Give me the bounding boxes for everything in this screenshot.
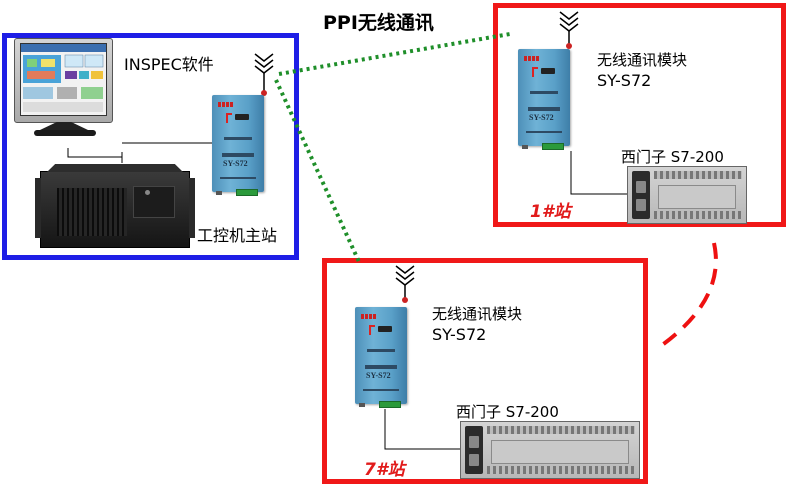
- master-station-label: 工控机主站: [197, 226, 278, 245]
- station-7-plc-label: 西门子 S7-200: [456, 403, 559, 421]
- station-1-plc-label: 西门子 S7-200: [621, 148, 724, 166]
- monitor-foot: [34, 130, 96, 136]
- monitor-stand: [40, 122, 88, 130]
- module-model-print: SY-S72: [529, 113, 554, 122]
- station-1-module-model: SY-S72: [597, 71, 652, 90]
- siemens-plc-station-1: [627, 166, 747, 224]
- module-model-print: SY-S72: [366, 371, 391, 380]
- master-station-frame: [2, 33, 299, 260]
- siemens-plc-station-7: [460, 421, 640, 479]
- diagram-title: PPI无线通讯: [323, 12, 434, 34]
- station-7-cable: [384, 409, 462, 450]
- station-1-label: 1#站: [530, 202, 571, 222]
- master-cable: [67, 142, 214, 163]
- station-7-module-label: 无线通讯模块: [432, 305, 523, 323]
- wireless-link-station-1: [278, 32, 511, 76]
- wireless-module-station-7: SY-S72: [355, 307, 407, 408]
- wireless-link-station-7: [274, 79, 362, 265]
- antenna-icon: [395, 265, 415, 300]
- inspec-screen: [20, 43, 107, 116]
- antenna-icon: [254, 53, 274, 93]
- station-7-label: 7#站: [364, 460, 405, 480]
- station-1-frame: [493, 3, 786, 227]
- red-dashed-link: [656, 242, 718, 350]
- module-model-print: SY-S72: [223, 159, 248, 168]
- software-label: INSPEC软件: [124, 55, 214, 74]
- antenna-icon: [559, 11, 579, 46]
- wireless-module-master: SY-S72: [212, 95, 264, 196]
- station-1-module-label: 无线通讯模块: [597, 51, 688, 69]
- station-1-cable: [570, 151, 628, 195]
- industrial-pc: [35, 164, 195, 248]
- hmi-screen-graphic: [21, 44, 106, 112]
- station-7-frame: [322, 258, 648, 484]
- wireless-module-station-1: SY-S72: [518, 49, 570, 150]
- station-7-module-model: SY-S72: [432, 325, 487, 344]
